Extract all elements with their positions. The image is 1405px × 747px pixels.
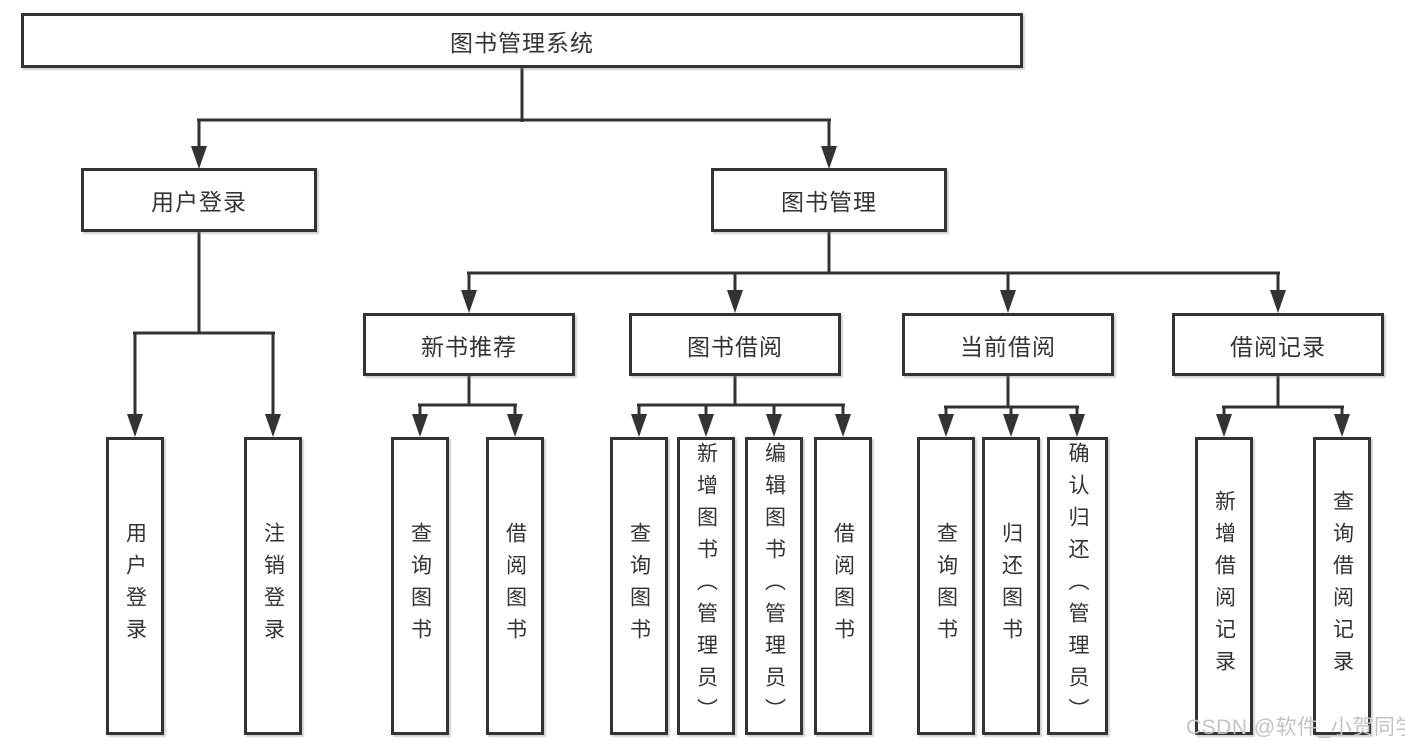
leaf-borrow-books: 借阅图书 bbox=[814, 437, 872, 735]
leaf-return-books: 归还图书 bbox=[982, 437, 1040, 735]
node-book-management: 图书管理 bbox=[711, 168, 947, 232]
leaf-label: 查询图书 bbox=[408, 522, 432, 650]
leaf-label: 新增借阅记录 bbox=[1212, 490, 1236, 682]
leaf-label: 借阅图书 bbox=[831, 522, 855, 650]
leaf-query-books-borrowing: 查询图书 bbox=[610, 437, 668, 735]
node-user-login: 用户登录 bbox=[81, 168, 317, 232]
leaf-edit-books-admin: 编辑图书（管理员） bbox=[745, 437, 803, 735]
leaf-label: 查询图书 bbox=[627, 522, 651, 650]
node-borrowing-records: 借阅记录 bbox=[1172, 313, 1384, 376]
leaf-query-books-current: 查询图书 bbox=[917, 437, 975, 735]
node-new-book-recommend: 新书推荐 bbox=[363, 313, 575, 376]
leaf-label: 查询图书 bbox=[934, 522, 958, 650]
csdn-watermark: CSDN @软件_小贺同学 bbox=[1186, 716, 1405, 739]
leaf-add-books-admin: 新增图书（管理员） bbox=[677, 437, 735, 735]
leaf-query-borrow-record: 查询借阅记录 bbox=[1313, 437, 1371, 735]
leaf-label: 新增图书（管理员） bbox=[694, 442, 718, 730]
leaf-borrow-books-recommend: 借阅图书 bbox=[486, 437, 544, 735]
leaf-label: 查询借阅记录 bbox=[1330, 490, 1354, 682]
leaf-logout: 注销登录 bbox=[244, 437, 302, 735]
leaf-query-books-recommend: 查询图书 bbox=[391, 437, 449, 735]
leaf-label: 用户登录 bbox=[123, 522, 147, 650]
leaf-label: 借阅图书 bbox=[503, 522, 527, 650]
leaf-add-borrow-record: 新增借阅记录 bbox=[1195, 437, 1253, 735]
leaf-label: 归还图书 bbox=[999, 522, 1023, 650]
leaf-user-login: 用户登录 bbox=[106, 437, 164, 735]
node-current-borrowing: 当前借阅 bbox=[902, 313, 1114, 376]
node-library-system: 图书管理系统 bbox=[21, 13, 1023, 68]
leaf-label: 注销登录 bbox=[261, 522, 285, 650]
leaf-confirm-return-admin: 确认归还（管理员） bbox=[1047, 437, 1108, 735]
leaf-label: 确认归还（管理员） bbox=[1066, 442, 1089, 730]
arrowhead-icons bbox=[127, 146, 1350, 437]
leaf-label: 编辑图书（管理员） bbox=[762, 442, 786, 730]
node-book-borrowing: 图书借阅 bbox=[629, 313, 841, 376]
